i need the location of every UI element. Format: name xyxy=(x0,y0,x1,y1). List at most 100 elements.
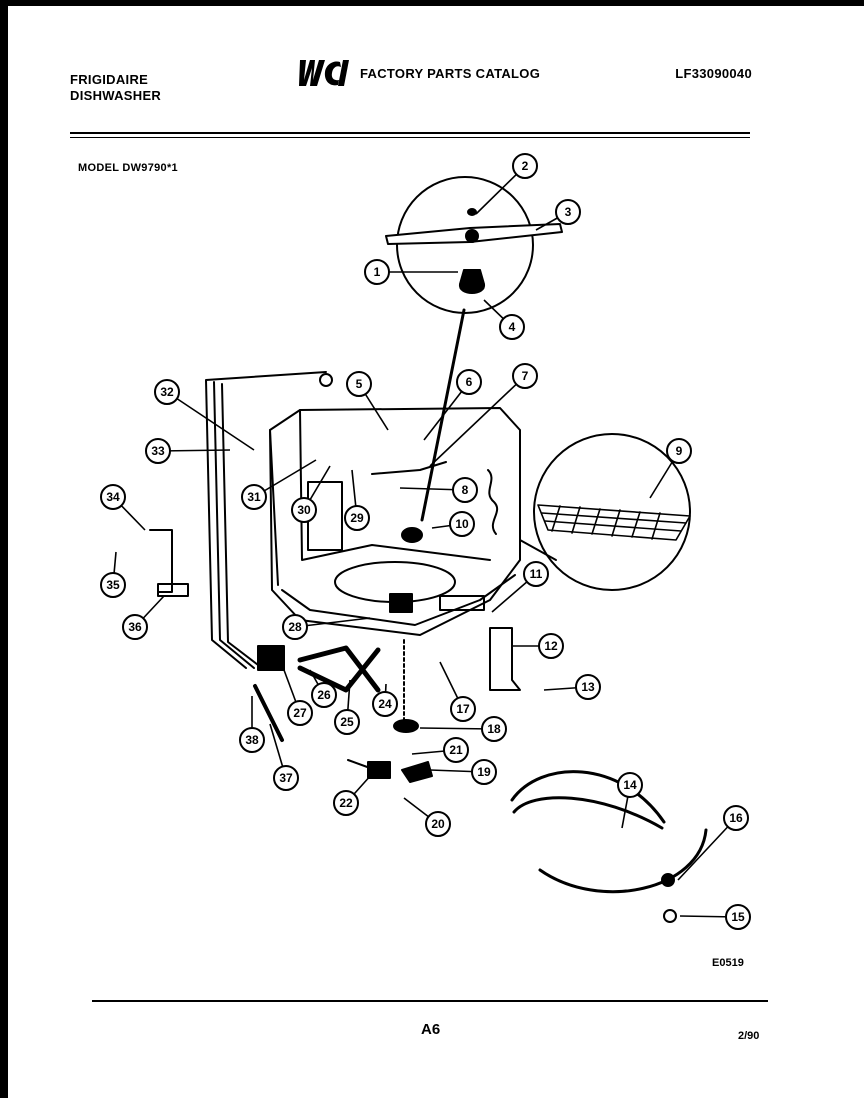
callout-1: 1 xyxy=(364,259,458,285)
figure-code: E0519 xyxy=(712,957,744,969)
callout-7: 7 xyxy=(429,363,538,467)
callout-8: 8 xyxy=(399,477,478,503)
revision-date: 2/90 xyxy=(738,1030,760,1042)
catalog-header: FACTORY PARTS CATALOG xyxy=(296,58,540,88)
callout-3: 3 xyxy=(535,199,581,231)
callout-number: 9 xyxy=(676,444,683,458)
callout-number: 3 xyxy=(565,205,572,219)
callout-26: 26 xyxy=(309,669,337,708)
callout-21: 21 xyxy=(411,737,469,763)
callout-number: 26 xyxy=(317,688,331,702)
rack-grid xyxy=(537,504,691,541)
page-number: A6 xyxy=(421,1021,441,1038)
mounting-bracket xyxy=(489,627,521,691)
left-bracket-foot xyxy=(157,583,189,597)
callout-36: 36 xyxy=(122,595,165,640)
tub-side-seam xyxy=(487,469,499,535)
callout-circle xyxy=(512,153,538,179)
rack-detail-circle xyxy=(533,433,691,591)
callout-circle xyxy=(145,438,171,464)
callout-19: 19 xyxy=(429,759,497,785)
callout-circle xyxy=(311,682,337,708)
callout-11: 11 xyxy=(491,561,549,613)
hose-clamp xyxy=(661,873,675,887)
callout-circle xyxy=(499,314,525,340)
callout-circle xyxy=(100,572,126,598)
callout-number: 13 xyxy=(581,680,595,694)
catalog-title: FACTORY PARTS CATALOG xyxy=(360,65,541,81)
callout-10: 10 xyxy=(431,511,475,537)
callout-circle xyxy=(241,484,267,510)
callout-16: 16 xyxy=(677,805,749,881)
appliance-type: DISHWASHER xyxy=(70,88,162,103)
hose-elbow xyxy=(319,373,333,387)
callout-number: 36 xyxy=(128,620,142,634)
callout-circle xyxy=(450,696,476,722)
tub-outline xyxy=(269,407,521,636)
callout-24: 24 xyxy=(372,683,398,717)
callout-29: 29 xyxy=(344,469,370,531)
callout-number: 32 xyxy=(160,385,174,399)
hose-clamp-bar xyxy=(253,684,284,742)
fill-hose xyxy=(205,371,327,669)
callout-circle xyxy=(538,633,564,659)
switch-actuator xyxy=(401,761,433,783)
callout-circle xyxy=(333,790,359,816)
rack-leader xyxy=(519,539,557,561)
callout-circle xyxy=(346,371,372,397)
callout-number: 29 xyxy=(350,511,364,525)
brand-name: FRIGIDAIRE xyxy=(70,72,149,87)
pump-housing xyxy=(389,593,413,613)
callout-circle xyxy=(291,497,317,523)
spray-arm-nut xyxy=(467,208,477,216)
callout-37: 37 xyxy=(269,723,299,791)
callout-5: 5 xyxy=(346,371,389,431)
callout-25: 25 xyxy=(334,679,360,735)
callout-circle xyxy=(523,561,549,587)
callout-number: 28 xyxy=(288,620,302,634)
callout-circle xyxy=(287,700,313,726)
callout-circle xyxy=(725,904,751,930)
tub-back-wall xyxy=(299,409,491,561)
callout-leader xyxy=(166,391,255,451)
callout-circle xyxy=(443,737,469,763)
drain-hose-lower xyxy=(538,828,708,894)
callout-2: 2 xyxy=(475,153,538,215)
callout-circle xyxy=(372,691,398,717)
callout-38: 38 xyxy=(239,696,265,753)
callout-circle xyxy=(425,811,451,837)
wci-logo-icon xyxy=(299,60,349,86)
callout-14: 14 xyxy=(617,772,643,829)
callout-circle xyxy=(100,484,126,510)
model-number: MODEL DW9790*1 xyxy=(78,162,178,174)
callout-27: 27 xyxy=(283,669,313,726)
callout-number: 14 xyxy=(623,778,637,792)
callout-32: 32 xyxy=(154,379,255,451)
callout-number: 18 xyxy=(487,722,501,736)
callout-number: 25 xyxy=(340,715,354,729)
callout-circle xyxy=(666,438,692,464)
callout-33: 33 xyxy=(145,438,231,464)
callout-17: 17 xyxy=(439,661,476,722)
callout-number: 11 xyxy=(530,567,543,581)
callout-circle xyxy=(449,511,475,537)
callout-number: 5 xyxy=(356,377,363,391)
callout-13: 13 xyxy=(543,674,601,700)
tub-left-edge xyxy=(269,429,279,586)
header-rule xyxy=(70,132,750,134)
callout-15: 15 xyxy=(679,904,751,930)
scan-edge-left xyxy=(0,0,8,1098)
footer-rule xyxy=(92,1000,768,1002)
callout-circle xyxy=(364,259,390,285)
callout-circle xyxy=(273,765,299,791)
callout-18: 18 xyxy=(419,716,507,742)
drain-hoses xyxy=(297,645,381,693)
callout-circle xyxy=(481,716,507,742)
callout-circle xyxy=(512,363,538,389)
callout-number: 4 xyxy=(509,320,516,334)
callout-circle xyxy=(617,772,643,798)
callout-30: 30 xyxy=(291,465,331,523)
callout-number: 27 xyxy=(293,706,307,720)
tub-floor xyxy=(281,574,516,626)
callout-20: 20 xyxy=(403,797,451,837)
